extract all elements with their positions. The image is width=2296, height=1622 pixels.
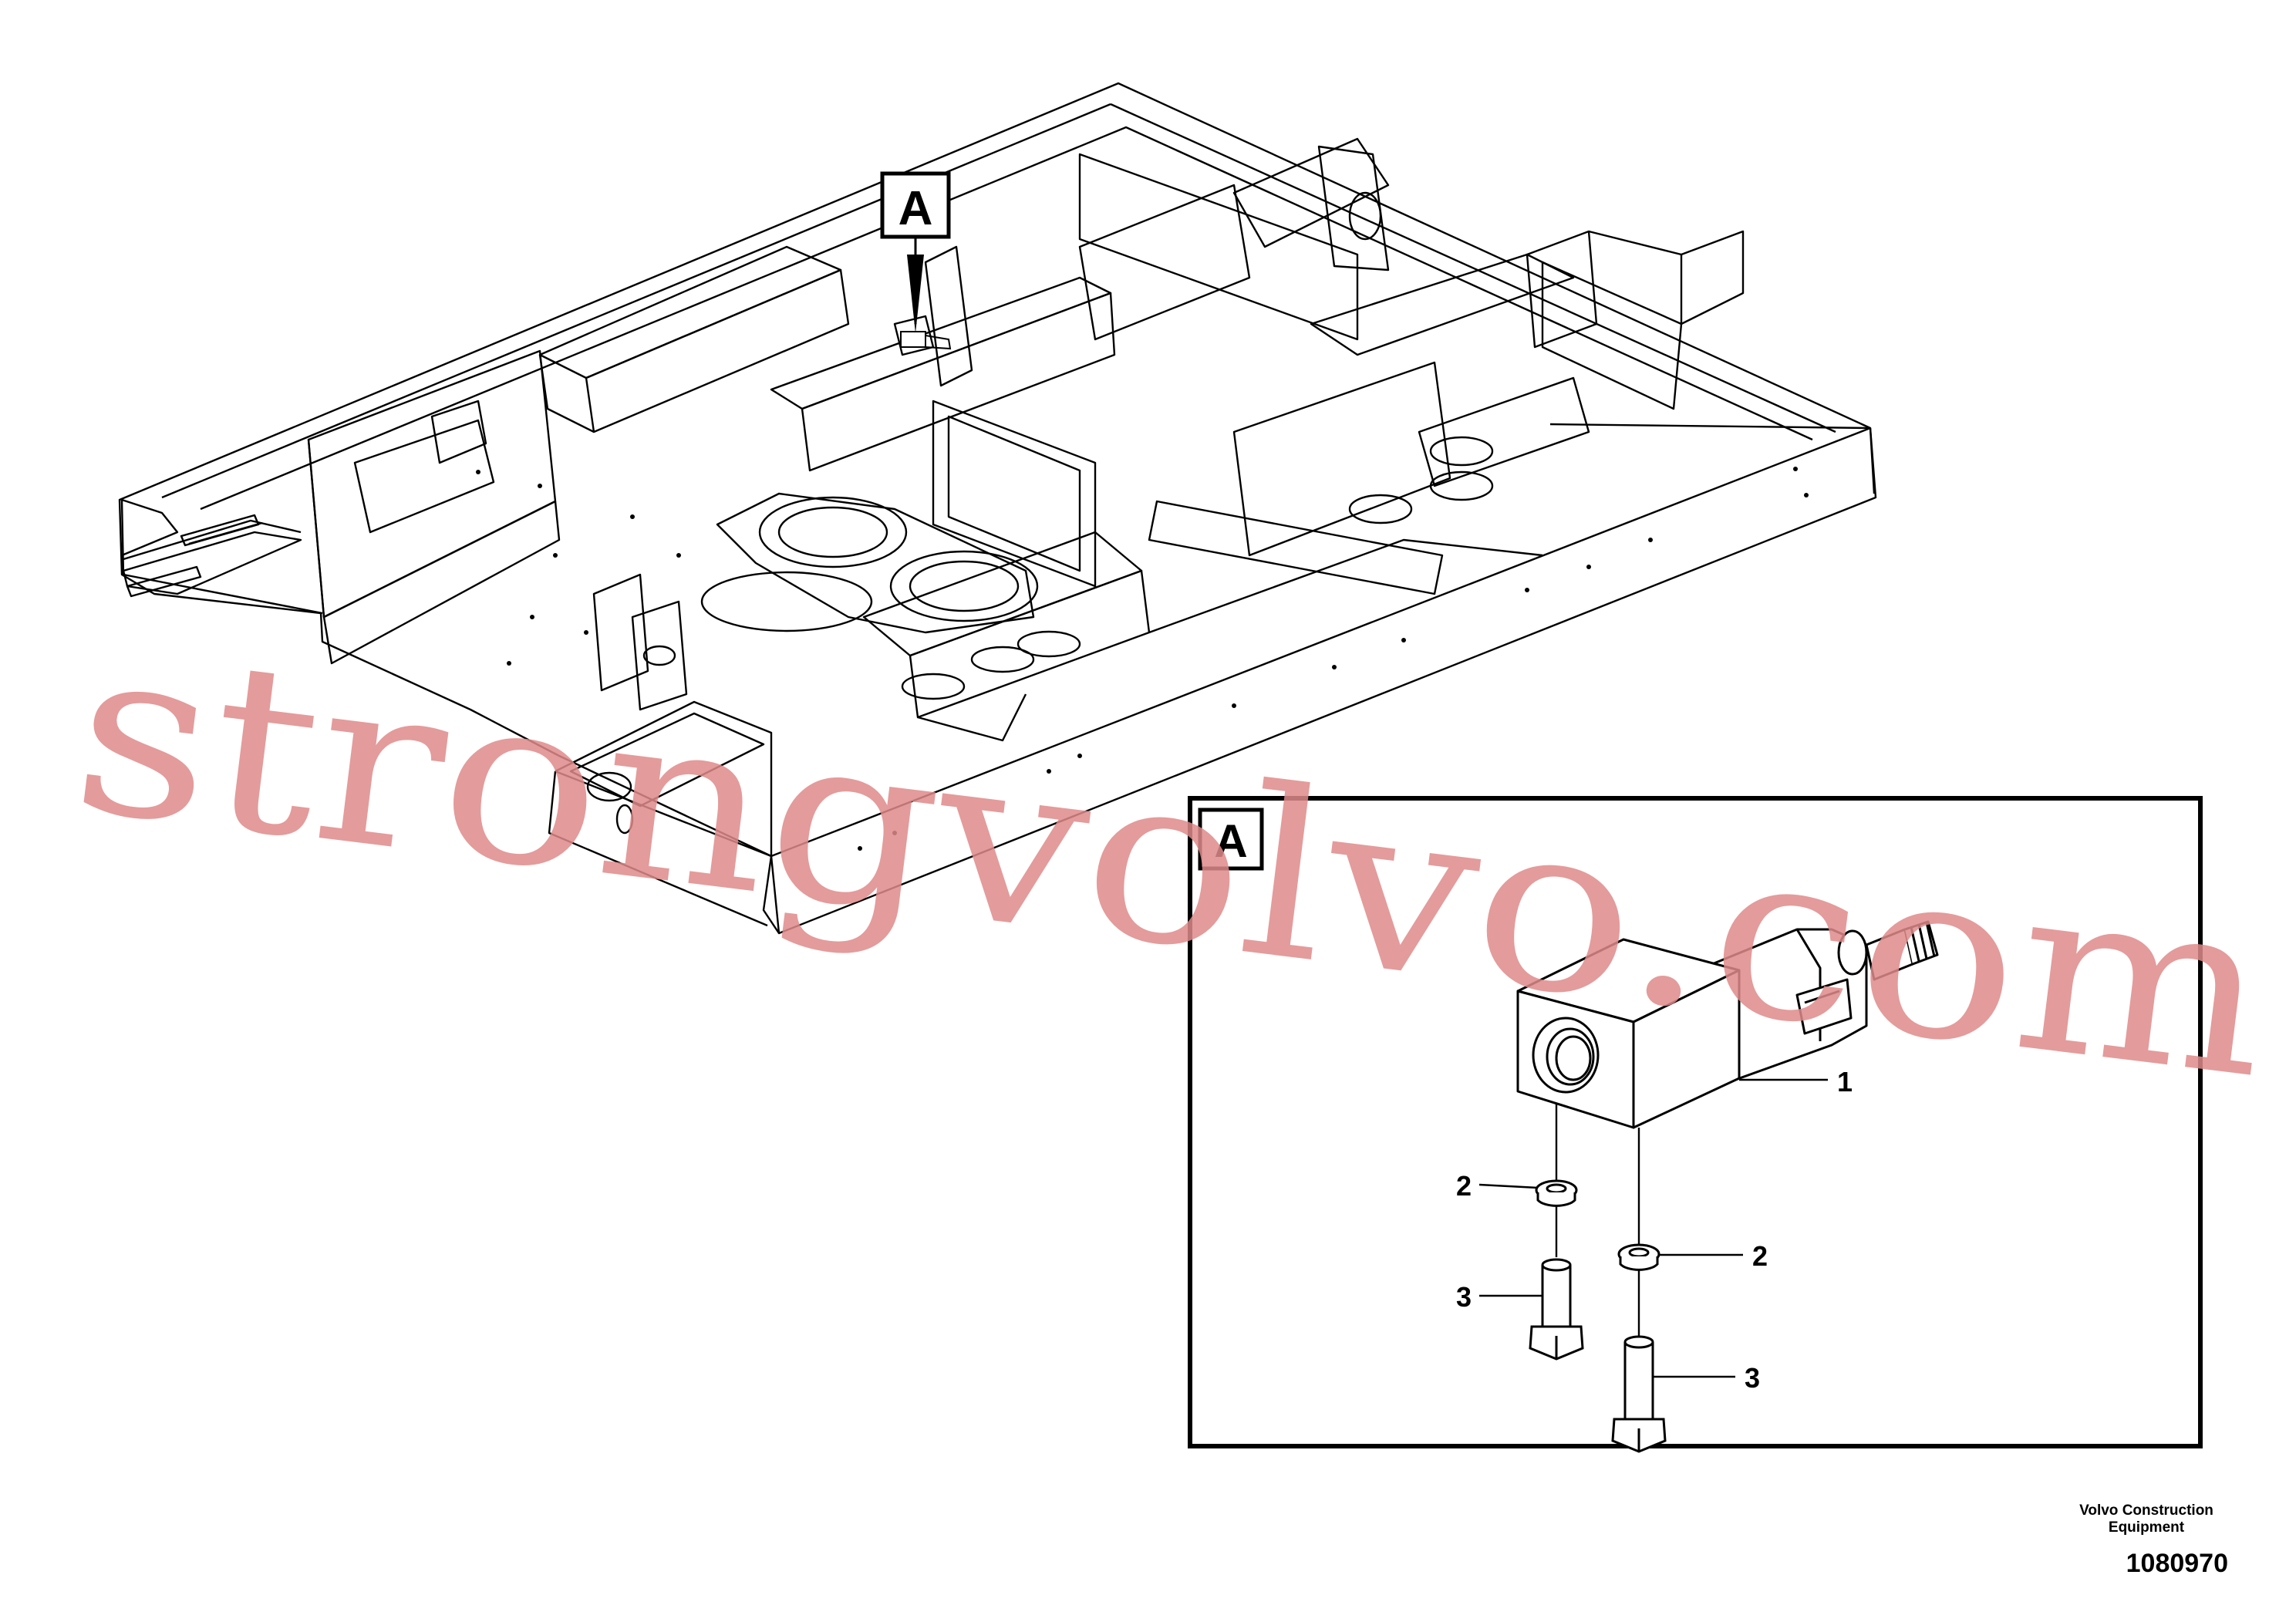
document-number: 1080970	[2126, 1549, 2228, 1578]
overview-callout-letter: A	[899, 182, 933, 235]
washer-right	[1617, 1243, 1660, 1271]
detail-letter: A	[1214, 815, 1247, 867]
watermark-text: strongvolvo.com	[62, 594, 2284, 1130]
part-label-1: 1	[1837, 1066, 1853, 1098]
detail-view-a: A	[1188, 796, 2203, 1453]
part-label-3-right: 3	[1745, 1362, 1760, 1394]
bolt-left	[1529, 1258, 1584, 1361]
overview-callout-arrowhead	[907, 255, 924, 333]
washer-left	[1535, 1179, 1578, 1207]
footer-caption: Volvo Construction Equipment	[2062, 1502, 2231, 1536]
part-label-2-left: 2	[1456, 1170, 1472, 1202]
part-label-3-left: 3	[1456, 1281, 1472, 1313]
detail-frame	[1188, 796, 2203, 1448]
solenoid-valve-drawing	[1516, 920, 1939, 1129]
footer-line-2: Equipment	[2108, 1519, 2185, 1536]
machine-frame-drawing	[118, 82, 1877, 935]
detail-letter-box	[1198, 808, 1264, 871]
part-label-2-right: 2	[1752, 1240, 1768, 1272]
leader-lines	[1478, 1078, 1828, 1378]
bolt-right	[1611, 1335, 1667, 1453]
frame-bolt-holes	[476, 467, 1809, 851]
overview-callout-a: A	[880, 171, 952, 350]
overview-valve-mark	[900, 331, 926, 348]
footer-line-1: Volvo Construction	[2079, 1502, 2213, 1519]
